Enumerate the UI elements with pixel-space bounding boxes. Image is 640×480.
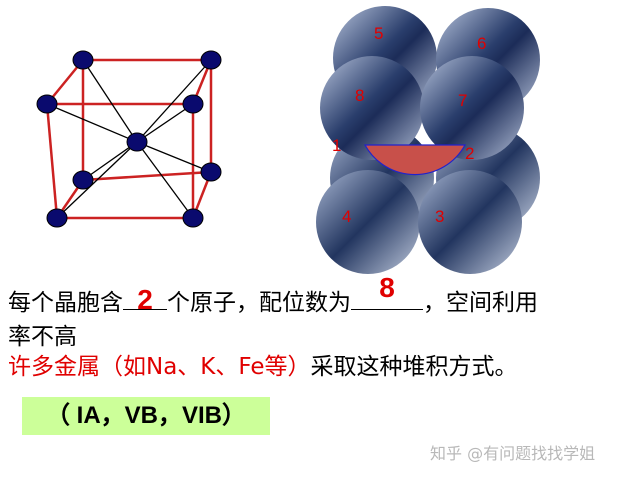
sphere-label-7: 7 (458, 91, 467, 110)
cube-edge (45, 103, 59, 219)
corner-atom (200, 50, 222, 70)
statement-line-2: 率不高 (8, 324, 77, 350)
corner-atom (72, 170, 94, 190)
statement-text: ，空间利用 (423, 290, 538, 316)
sphere-4 (316, 170, 420, 274)
sphere-label-5: 5 (374, 24, 383, 43)
statement-text: 每个晶胞含 (8, 290, 123, 316)
coordination-number-blank: 8 (351, 273, 423, 310)
body-diagonal (136, 141, 212, 173)
sphere-8 (320, 56, 424, 160)
bcc-unit-cell-diagram (36, 50, 222, 228)
body-diagonal (136, 103, 194, 143)
body-diagonal (82, 141, 138, 181)
statement-text: 个原子，配位数为 (167, 290, 351, 316)
body-diagonal (136, 141, 194, 219)
center-atom (126, 132, 148, 152)
sphere-label-2: 2 (465, 144, 474, 163)
sphere-label-1: 1 (332, 136, 341, 155)
sphere-label-4: 4 (342, 207, 351, 226)
corner-atom (36, 94, 58, 114)
sphere-label-8: 8 (355, 86, 364, 105)
corner-atom (72, 50, 94, 70)
statement-line-3: 许多金属（如Na、K、Fe等）采取这种堆积方式。 (8, 352, 518, 382)
atoms-per-cell-answer: 2 (137, 284, 153, 315)
body-diagonal (56, 141, 138, 219)
corner-atom (182, 94, 204, 114)
corner-atom (200, 162, 222, 182)
body-diagonal (136, 59, 212, 143)
cube-edge (82, 170, 212, 182)
metals-example-text: 许多金属（如Na、K、Fe等） (8, 354, 311, 380)
sphere-7 (420, 56, 524, 160)
packing-statement-text: 采取这种堆积方式。 (310, 354, 518, 380)
watermark: 知乎 @有问题找找学姐 (430, 444, 596, 463)
sphere-3 (418, 170, 522, 274)
body-diagonal (46, 103, 138, 143)
statement-line-1: 每个晶胞含 2 个原子，配位数为 8 ，空间利用 (8, 273, 538, 318)
central-sphere (363, 144, 467, 176)
sphere-label-3: 3 (435, 207, 444, 226)
sphere-label-6: 6 (477, 34, 486, 53)
sphere-packing-diagram: 5 6 8 7 1 2 4 3 (316, 6, 540, 274)
body-diagonal (82, 59, 138, 143)
atoms-per-cell-blank: 2 (123, 285, 167, 315)
coordination-number-answer: 8 (379, 272, 395, 303)
corner-atom (182, 208, 204, 228)
corner-atom (46, 208, 68, 228)
group-label-box: （ IA，VB，VIB） (22, 397, 270, 435)
